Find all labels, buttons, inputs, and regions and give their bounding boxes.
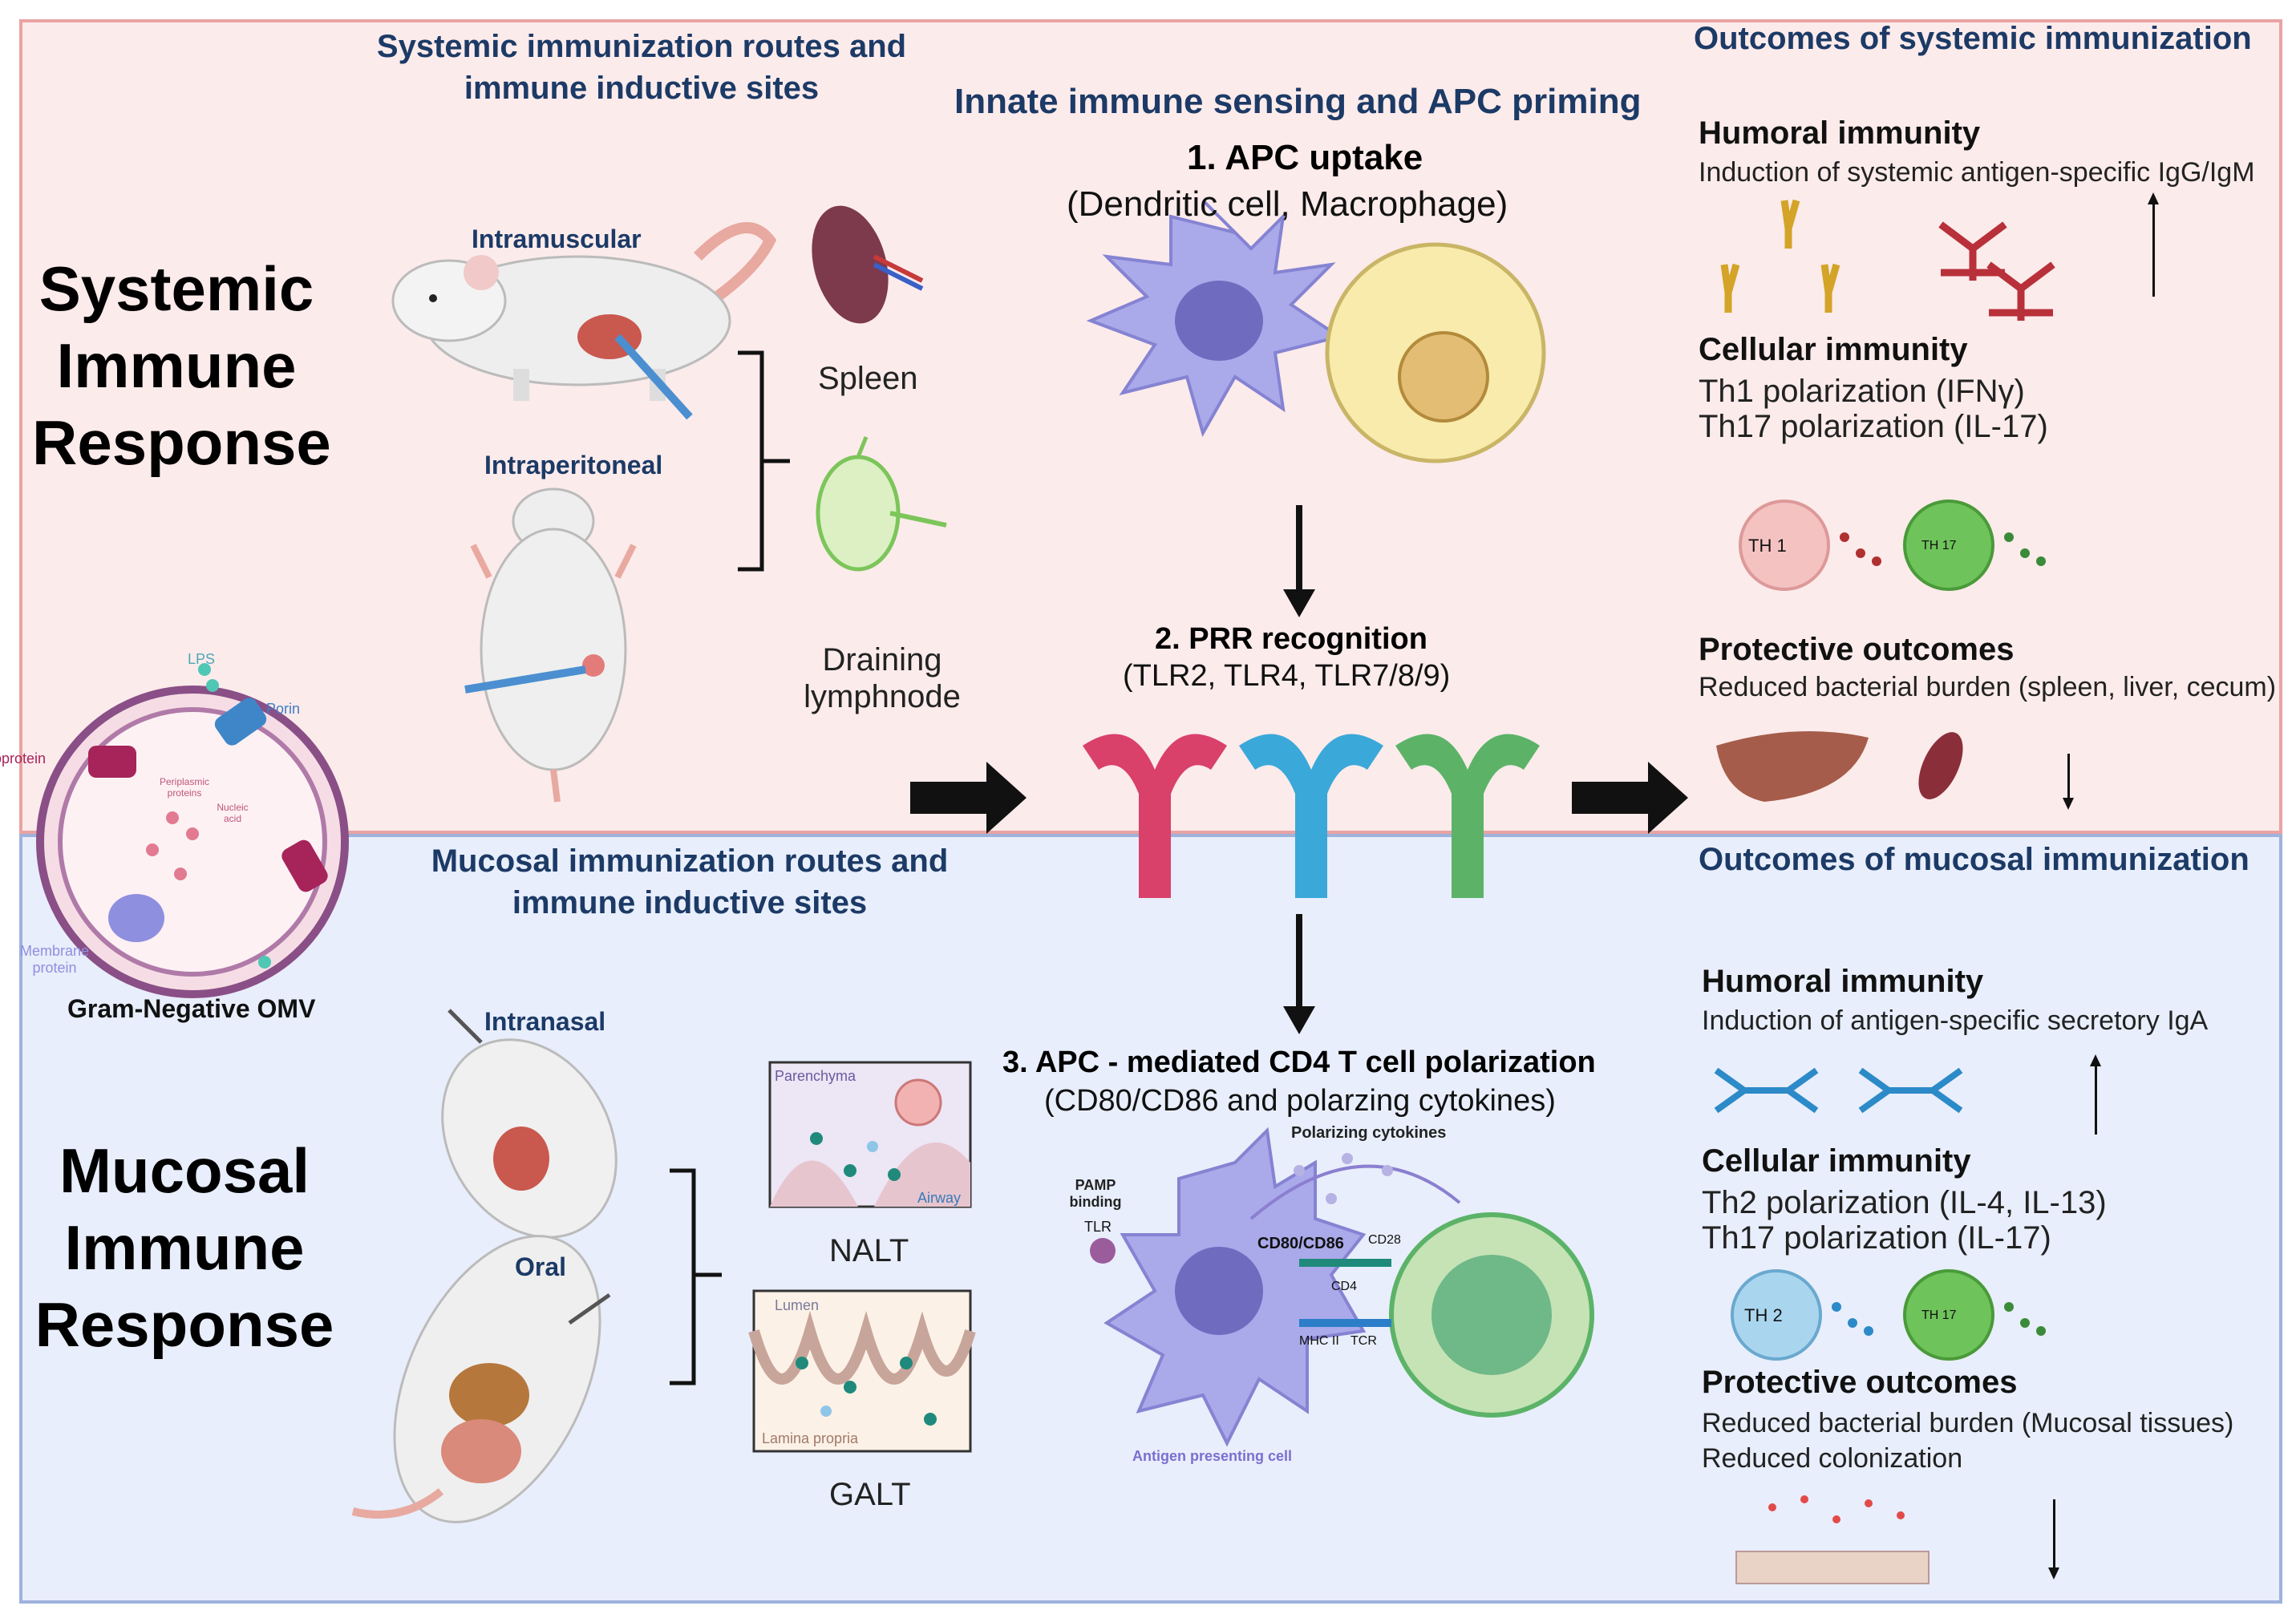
- intramuscular-mouse-illustration: [391, 222, 777, 420]
- process-arrows: [910, 192, 2159, 1580]
- step1-title: 1. APC uptake: [1187, 138, 1423, 177]
- tcr-label: TCR: [1350, 1334, 1377, 1348]
- mucosal-cellular-line1: Th2 polarization (IL-4, IL-13): [1702, 1185, 2107, 1220]
- th-cells-mucosal-illustration: [1731, 1269, 2046, 1361]
- intraperitoneal-label: Intraperitoneal: [484, 451, 663, 479]
- porin-label: Porin: [266, 701, 301, 717]
- intraperitoneal-mouse-illustration: [464, 487, 637, 803]
- systemic-cellular-line1: Th1 polarization (IFNγ): [1699, 374, 2025, 409]
- periplasmic-label: Periplasmic proteins: [159, 776, 209, 799]
- systemic-panel: [19, 19, 2282, 834]
- th2-label: TH 2: [1744, 1305, 1783, 1325]
- innate-heading: Innate immune sensing and APC priming: [954, 82, 1642, 121]
- spleen-illustration: [812, 205, 924, 324]
- dendritic-cell-illustration: [1086, 199, 1343, 438]
- omv-label: Gram-Negative OMV: [67, 994, 316, 1023]
- th1-label: TH 1: [1748, 536, 1787, 556]
- parenchyma-label: Parenchyma: [775, 1068, 856, 1084]
- mucosal-outcomes-heading: Outcomes of mucosal immunization: [1699, 842, 2249, 877]
- spleen-label: Spleen: [818, 361, 918, 396]
- mucosal-sites-bracket: [670, 1168, 722, 1385]
- intranasal-label: Intranasal: [484, 1007, 606, 1036]
- step2-subtitle: (TLR2, TLR4, TLR7/8/9): [1123, 659, 1451, 693]
- oral-mouse-illustration: [351, 1235, 611, 1523]
- macrophage-illustration: [1325, 242, 1546, 463]
- systemic-protective-title: Protective outcomes: [1699, 632, 2015, 667]
- mucosal-panel: [19, 834, 2282, 1604]
- systemic-protective-text: Reduced bacterial burden (spleen, liver,…: [1699, 672, 2277, 702]
- mucosal-section-title: Mucosal Immune Response: [34, 1135, 334, 1360]
- systemic-humoral-title: Humoral immunity: [1699, 115, 1981, 151]
- draining-lymphnode-label: Draining lymphnode: [804, 642, 961, 714]
- intramuscular-label: Intramuscular: [472, 224, 642, 253]
- cd4-label: CD4: [1331, 1280, 1358, 1293]
- lps-label: LPS: [188, 651, 216, 667]
- nalt-label: NALT: [829, 1233, 909, 1268]
- systemic-routes-heading: Systemic immunization routes and immune …: [376, 29, 907, 106]
- systemic-outcomes-heading: Outcomes of systemic immunization: [1694, 21, 2252, 56]
- systemic-humoral-text: Induction of systemic antigen-specific I…: [1699, 157, 2255, 188]
- iga-illustration: [1714, 1067, 1963, 1114]
- galt-illustration: [748, 1289, 976, 1453]
- th-cells-systemic-illustration: [1739, 500, 2046, 591]
- igg-igm-illustration: [1720, 199, 2055, 321]
- oral-label: Oral: [515, 1252, 567, 1281]
- mucosal-protective-title: Protective outcomes: [1702, 1365, 2018, 1400]
- omv-illustration: [36, 663, 349, 998]
- airway-label: Airway: [917, 1190, 962, 1206]
- apc-tcell-synapse-illustration: [1090, 1127, 1594, 1447]
- intranasal-mouse-illustration: [441, 1009, 618, 1239]
- nucleic-acid-label: Nucleic acid: [217, 802, 249, 824]
- mucosal-humoral-title: Humoral immunity: [1702, 964, 1984, 999]
- lymphnode-illustration: [816, 436, 947, 572]
- tlr-label: TLR: [1084, 1219, 1112, 1235]
- systemic-sites-bracket: [738, 350, 790, 572]
- nalt-illustration: [768, 1061, 972, 1208]
- cd28-label: CD28: [1368, 1233, 1401, 1247]
- mucosal-protective-line1: Reduced bacterial burden (Mucosal tissue…: [1702, 1408, 2234, 1438]
- mhc-ii-label: MHC II: [1299, 1334, 1339, 1348]
- polarizing-cytokines-label: Polarizing cytokines: [1291, 1124, 1447, 1142]
- tlr-receptors-illustration: [1083, 734, 1540, 898]
- step3-title: 3. APC - mediated CD4 T cell polarizatio…: [1002, 1046, 1596, 1079]
- galt-label: GALT: [829, 1477, 911, 1512]
- systemic-section-title: Systemic Immune Response: [32, 253, 331, 478]
- apc-label: Antigen presenting cell: [1132, 1448, 1293, 1464]
- pamp-binding-label: PAMP binding: [1069, 1177, 1122, 1210]
- lipoprotein-label: Lipoprotein: [0, 750, 47, 767]
- mucosal-routes-heading: Mucosal immunization routes and immune i…: [431, 843, 949, 920]
- systemic-cellular-line2: Th17 polarization (IL-17): [1699, 409, 2048, 444]
- step3-subtitle: (CD80/CD86 and polarzing cytokines): [1044, 1084, 1556, 1118]
- step2-title: 2. PRR recognition: [1155, 622, 1427, 656]
- mucosal-epithelium-illustration: [1735, 1495, 1930, 1584]
- systemic-cellular-title: Cellular immunity: [1699, 332, 1968, 367]
- th17-mucosal-label: TH 17: [1921, 1309, 1957, 1322]
- liver-spleen-outcome-illustration: [1716, 731, 1963, 802]
- step1-subtitle: (Dendritic cell, Macrophage): [1067, 184, 1508, 224]
- lamina-propria-label: Lamina propria: [762, 1430, 859, 1446]
- cd80-cd86-label: CD80/CD86: [1257, 1235, 1344, 1252]
- mucosal-humoral-text: Induction of antigen-specific secretory …: [1702, 1005, 2209, 1036]
- mucosal-cellular-line2: Th17 polarization (IL-17): [1702, 1220, 2051, 1256]
- mucosal-cellular-title: Cellular immunity: [1702, 1143, 1971, 1179]
- membrane-protein-label: Membrane protein: [19, 943, 90, 976]
- th17-systemic-label: TH 17: [1921, 539, 1957, 552]
- lumen-label: Lumen: [775, 1297, 820, 1313]
- mucosal-protective-line2: Reduced colonization: [1702, 1443, 1963, 1474]
